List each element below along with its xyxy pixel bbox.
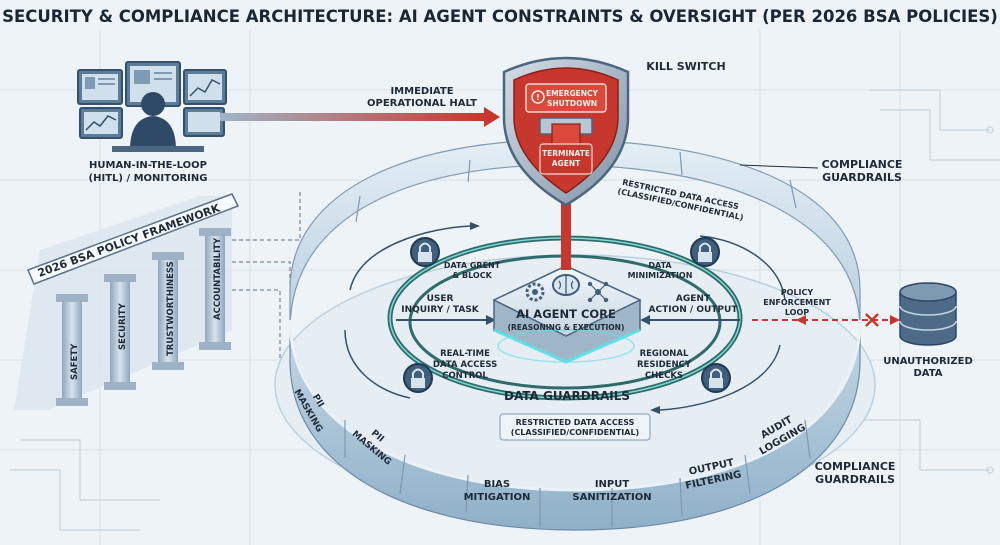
flow-arc-bottom-left xyxy=(344,329,411,399)
compliance-bottom-line1: COMPLIANCE xyxy=(815,460,896,473)
wall-input-sanitization-a: INPUT xyxy=(595,479,630,490)
lock-icon-bottom-right xyxy=(701,363,731,393)
user-inquiry-line1: USER xyxy=(427,294,454,304)
flow-arc-top-left xyxy=(349,225,471,291)
pillar-safety-label: SAFETY xyxy=(70,343,80,380)
policy-loop-line1: POLICY xyxy=(781,288,814,297)
emergency-shutdown-panel: ! xyxy=(525,83,607,113)
pillar-trustworthiness xyxy=(152,252,184,370)
kill-switch-label: KILL SWITCH xyxy=(646,60,725,73)
realtime-line2: DATA ACCESS xyxy=(433,360,497,370)
wall-bias-mitigation-a: BIAS xyxy=(484,479,510,490)
data-grent-line2: & BLOCK xyxy=(452,271,492,280)
page-title: SECURITY & COMPLIANCE ARCHITECTURE: AI A… xyxy=(2,7,998,26)
block-x-icon xyxy=(865,313,879,327)
realtime-line1: REAL-TIME xyxy=(440,349,490,359)
pillar-safety xyxy=(56,294,88,406)
restricted-bottom-line2: (CLASSIFIED/CONFIDENTIAL) xyxy=(511,428,639,437)
flow-arc-bottom-right xyxy=(659,344,781,411)
restricted-bottom-line1: RESTRICTED DATA ACCESS xyxy=(516,418,635,427)
data-minimization-line1: DATA xyxy=(648,261,672,270)
pillar-security xyxy=(104,274,136,390)
core-title: AI AGENT CORE xyxy=(516,307,616,321)
database-icon xyxy=(899,282,957,346)
regional-line2: RESIDENCY xyxy=(637,360,692,370)
hitl-label-line2: (HITL) / MONITORING xyxy=(89,173,208,184)
agent-action-line1: AGENT xyxy=(676,294,711,304)
pillar-security-label: SECURITY xyxy=(118,302,128,350)
core-subtitle: (REASONING & EXECUTION) xyxy=(508,323,625,332)
emergency-line1: EMERGENCY xyxy=(546,89,599,98)
pillar-accountability-label: ACCOUNTABILITY xyxy=(213,237,223,320)
network-icon xyxy=(587,281,609,303)
brain-icon xyxy=(552,274,580,296)
agent-output-arrow-head xyxy=(640,315,650,325)
user-input-arrow-head xyxy=(486,315,496,325)
framework-banner xyxy=(27,193,240,285)
framework-connectors xyxy=(232,190,301,360)
flow-arc-bottom-right-head xyxy=(650,406,660,414)
policy-loop-line3: LOOP xyxy=(785,308,809,317)
halt-arrow xyxy=(220,107,500,127)
emergency-line2: SHUTDOWN xyxy=(547,99,597,108)
compliance-top-line1: COMPLIANCE xyxy=(822,158,903,171)
hitl-workstation-icon xyxy=(77,61,227,152)
halt-label-line1: IMMEDIATE xyxy=(390,86,453,97)
gear-icon xyxy=(525,282,545,302)
data-minimization-line2: MINIMIZATION xyxy=(628,271,693,280)
data-guardrails-label: DATA GUARDRAILS xyxy=(504,389,630,403)
restricted-bottom-plate xyxy=(499,413,651,441)
user-inquiry-line2: INQUIRY / TASK xyxy=(401,305,480,315)
unauthorized-line2: DATA xyxy=(913,368,942,379)
lock-icon-bottom-left xyxy=(403,363,433,393)
wall-input-sanitization-b: SANITIZATION xyxy=(572,492,651,503)
lock-icon-top-right xyxy=(690,237,720,267)
compliance-top-line2: GUARDRAILS xyxy=(822,171,902,184)
svg-text:!: ! xyxy=(536,93,540,102)
realtime-line3: CONTROL xyxy=(442,371,488,381)
terminate-lever[interactable] xyxy=(539,117,593,175)
pillar-accountability xyxy=(199,228,231,350)
regional-line3: CHECKS xyxy=(645,371,683,381)
policy-arrow-right-head xyxy=(890,315,900,325)
compliance-top-leader xyxy=(739,164,819,169)
policy-loop-line2: ENFORCEMENT xyxy=(763,298,831,307)
hitl-label-line1: HUMAN-IN-THE-LOOP xyxy=(89,160,207,171)
unauthorized-line1: UNAUTHORIZED xyxy=(883,356,973,367)
terminate-line1: TERMINATE xyxy=(542,149,590,158)
ai-agent-core xyxy=(492,265,642,364)
policy-arrow-left-head xyxy=(796,315,806,325)
flow-arc-top-left-head xyxy=(470,222,480,230)
circuit-traces xyxy=(10,89,1000,531)
regional-line1: REGIONAL xyxy=(640,349,689,359)
flow-arc-top-right xyxy=(699,235,786,301)
compliance-bottom-line2: GUARDRAILS xyxy=(815,473,895,486)
agent-action-line2: ACTION / OUTPUT xyxy=(649,305,739,315)
halt-label-line2: OPERATIONAL HALT xyxy=(367,98,477,109)
lock-icon-top-left xyxy=(410,237,440,267)
terminate-line2: AGENT xyxy=(552,159,581,168)
pillar-trustworthiness-label: TRUSTWORTHINESS xyxy=(166,261,176,356)
wall-bias-mitigation-b: MITIGATION xyxy=(464,492,531,503)
kill-switch-cable xyxy=(561,182,571,270)
data-grent-line1: DATA GRENT xyxy=(444,261,501,270)
